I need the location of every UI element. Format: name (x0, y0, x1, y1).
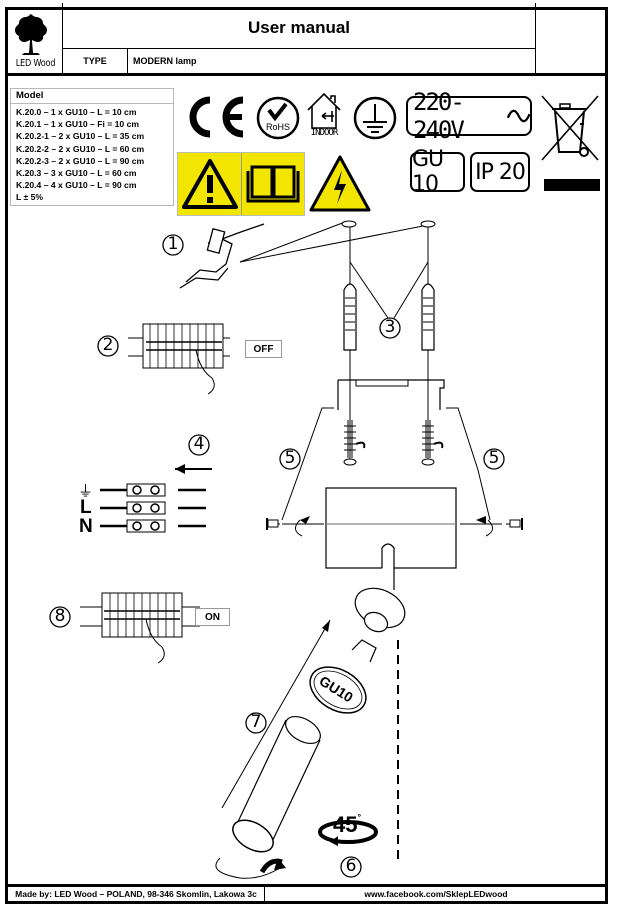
ac-wave-icon (506, 109, 530, 123)
voltage-rating-badge: 220-240V (406, 88, 532, 144)
step-5-right-number: 5 (488, 448, 500, 468)
footer-top-border (5, 884, 608, 887)
live-terminal-label: L (80, 497, 92, 518)
step-6-number: 6 (345, 856, 357, 876)
step-2-number: 2 (102, 335, 114, 355)
model-heading: Model (11, 89, 173, 104)
header-divider-2 (535, 3, 536, 74)
manual-book-icon (246, 165, 300, 203)
ip-rating-badge: IP 20 (470, 152, 530, 192)
ce-mark-icon: CE (180, 94, 250, 140)
switch-on-label: ON (195, 608, 230, 626)
read-manual-warning-sign (177, 152, 305, 216)
page-title: User manual (247, 18, 351, 37)
header-mid-line (62, 48, 536, 49)
weee-crossed-bin-icon (540, 94, 604, 194)
model-row: K.20.3 – 3 x GU10 – L = 60 cm (16, 168, 137, 179)
voltage-label: 220-240V (413, 88, 465, 144)
terminal-block-illustration (100, 464, 212, 533)
drill-hand-illustration (179, 223, 265, 289)
model-row: K.20.1 – 1 x GU10 – Fi = 10 cm (16, 119, 140, 130)
earth-terminal-label: ⏚ (78, 483, 94, 500)
wall-plug-right (421, 283, 435, 351)
type-value: MODERN lamp (133, 56, 197, 66)
website-link[interactable]: www.facebook.com/SklepLEDwood (364, 889, 508, 899)
neutral-terminal-label: N (79, 516, 93, 537)
breaker-on-illustration (80, 592, 200, 664)
wall-plug-left (343, 283, 357, 351)
rotation-angle-label: 45° (333, 812, 361, 838)
bottom-border (5, 901, 608, 904)
model-row: K.20.2-2 – 2 x GU10 – L = 60 cm (16, 143, 145, 154)
breaker-off-illustration (128, 323, 230, 395)
model-row: K.20.0 – 1 x GU10 – L = 10 cm (16, 107, 137, 117)
model-row: K.20.2-3 – 2 x GU10 – L = 90 cm (16, 155, 145, 166)
step-7-number: 7 (250, 712, 262, 732)
top-border (5, 7, 608, 10)
footer-divider (264, 884, 265, 902)
brand-name: LED Wood (15, 58, 56, 69)
installation-diagram (49, 220, 523, 879)
degree-symbol: ° (357, 812, 362, 822)
rohs-icon: RoHS (256, 96, 300, 140)
manufacturer-address: Made by: LED Wood – POLAND, 98-346 Skoml… (15, 889, 257, 899)
type-label: TYPE (83, 56, 107, 66)
step-3-number: 3 (384, 317, 396, 337)
page-frame (5, 7, 608, 903)
indoor-house-icon: INDOOR (304, 90, 344, 142)
indoor-label: INDOOR (310, 128, 339, 138)
model-tolerance: L ± 5% (16, 192, 44, 203)
logo-tree-icon (10, 12, 58, 58)
step-1-number: 1 (167, 234, 179, 254)
step-4-number: 4 (193, 434, 205, 454)
model-row: K.20.2-1 – 2 x GU10 – L = 35 cm (16, 131, 145, 142)
model-table: Model K.20.0 – 1 x GU10 – L = 10 cm K.20… (10, 88, 174, 206)
step-5-left-number: 5 (284, 448, 296, 468)
electric-hazard-icon (308, 154, 372, 214)
rotation-angle-value: 45 (333, 812, 358, 837)
model-row: K.20.4 – 4 x GU10 – L = 90 cm (16, 180, 137, 191)
switch-off-label: OFF (245, 340, 282, 358)
protective-earth-icon (353, 96, 397, 140)
warning-triangle-icon (182, 159, 238, 209)
header-divider-1 (62, 3, 63, 74)
type-divider (127, 48, 128, 74)
socket-type-badge: GU 10 (410, 147, 465, 197)
step-8-number: 8 (54, 606, 66, 626)
rohs-label: RoHS (265, 122, 290, 132)
header-bottom-border (5, 73, 608, 76)
sign-divider (241, 153, 242, 215)
